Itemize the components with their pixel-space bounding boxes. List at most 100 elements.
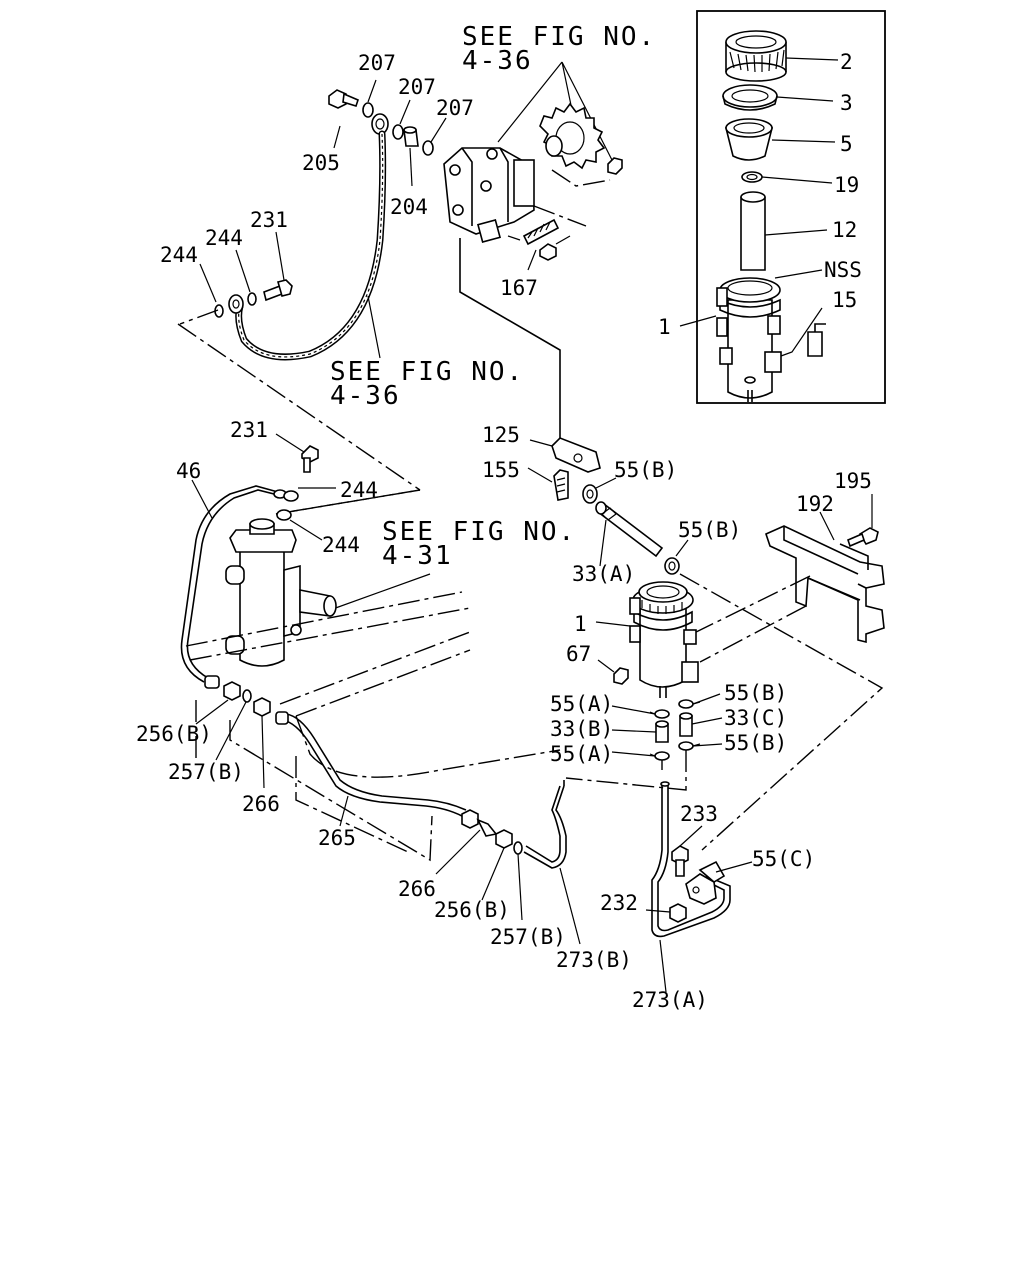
pressure-hose-top	[228, 130, 387, 361]
callout-256b-1: 256(B)	[136, 722, 212, 746]
bracket-125-part	[551, 437, 601, 473]
gear-nut-part	[607, 157, 623, 175]
nut-232-part	[669, 903, 687, 923]
callout-33c: 33(C)	[724, 706, 787, 730]
steering-gear-box-part	[225, 518, 337, 667]
pump-bolt-167-part	[507, 218, 571, 261]
callout-12: 12	[832, 218, 857, 242]
see-fig-ref-3-line1: SEE FIG NO.	[382, 517, 576, 547]
bolt-231b-part	[301, 445, 319, 473]
callout-256b-2: 256(B)	[434, 898, 510, 922]
pipe-273b	[523, 780, 567, 869]
callout-257b-1: 257(B)	[168, 760, 244, 784]
callout-265: 265	[318, 826, 356, 850]
nut-67-part	[613, 667, 629, 685]
bolt-195-part	[847, 527, 879, 548]
callout-244-b: 244	[205, 226, 243, 250]
callout-195: 195	[834, 469, 872, 493]
washer-244b	[247, 292, 257, 306]
hose-33b-part	[655, 720, 669, 743]
union-266-a	[253, 697, 271, 717]
hose-33a-part	[595, 501, 664, 558]
callout-207-c: 207	[436, 96, 474, 120]
callout-257b-2: 257(B)	[490, 925, 566, 949]
callout-273b: 273(B)	[556, 948, 632, 972]
drive-gear-part	[539, 102, 606, 170]
union-266-b	[461, 809, 498, 837]
clip-15-part	[807, 323, 826, 357]
washer-244d	[276, 509, 292, 521]
see-fig-ref-1-line1: SEE FIG NO.	[462, 22, 656, 52]
callout-244-c: 244	[340, 478, 378, 502]
frame-outline	[185, 591, 561, 862]
nut-256b-b	[495, 829, 513, 849]
reservoir-ring-part	[722, 84, 778, 111]
reservoir-body-part	[716, 277, 782, 402]
callout-46: 46	[176, 459, 201, 483]
see-fig-ref-3-line2: 4-31	[382, 541, 453, 571]
union-204-part	[403, 126, 419, 147]
callout-33b: 33(B)	[550, 717, 613, 741]
see-fig-ref-2-line2: 4-36	[330, 381, 401, 411]
callout-5: 5	[840, 132, 853, 156]
pipe-273a	[651, 781, 731, 938]
callout-55b-2: 55(B)	[678, 518, 741, 542]
washer-257b-b	[513, 841, 523, 855]
see-fig-ref-2-line1: SEE FIG NO.	[330, 357, 524, 387]
washer-207c	[422, 140, 434, 156]
callout-55b-1: 55(B)	[614, 458, 677, 482]
nut-256b-a	[223, 681, 241, 701]
callout-167: 167	[500, 276, 538, 300]
reservoir-cap-part	[725, 30, 787, 82]
bolt-233-part	[671, 845, 689, 877]
callout-231-a: 231	[250, 208, 288, 232]
callout-231-b: 231	[230, 418, 268, 442]
see-fig-ref-1-line2: 4-36	[462, 46, 533, 76]
washer-207a	[362, 102, 374, 118]
callout-273a: 273(A)	[632, 988, 708, 1012]
callout-1-main: 1	[574, 612, 587, 636]
reservoir-body-main	[629, 581, 699, 698]
washer-207b	[392, 124, 404, 140]
hose-end-fitting	[371, 113, 389, 135]
hose-33c-part	[679, 712, 693, 737]
callout-266-a: 266	[242, 792, 280, 816]
callout-2: 2	[840, 50, 853, 74]
callout-266-b: 266	[398, 877, 436, 901]
callout-55b-3: 55(B)	[724, 681, 787, 705]
callout-55a-2: 55(A)	[550, 742, 613, 766]
clamp-55c-part	[685, 860, 726, 905]
callout-207-b: 207	[398, 75, 436, 99]
strainer-part	[724, 118, 774, 161]
callout-205: 205	[302, 151, 340, 175]
callout-33a: 33(A)	[572, 562, 635, 586]
callout-232: 232	[600, 891, 638, 915]
washer-257b-a	[242, 689, 252, 703]
clamp-55b-a-part	[582, 484, 598, 504]
power-steering-pump-part	[443, 147, 535, 244]
callout-125: 125	[482, 423, 520, 447]
callout-244-d: 244	[322, 533, 360, 557]
return-hose-46	[180, 485, 287, 689]
callout-207-a: 207	[358, 51, 396, 75]
callout-155: 155	[482, 458, 520, 482]
pipe-265	[275, 711, 467, 817]
tube-12-part	[740, 191, 766, 271]
reservoir-bracket-192-part	[765, 525, 885, 644]
washer-19-part	[741, 171, 763, 183]
bolt-155-part	[553, 469, 569, 501]
callout-55a-1: 55(A)	[550, 692, 613, 716]
callout-55b-4: 55(B)	[724, 731, 787, 755]
callout-1-inset: 1	[658, 315, 671, 339]
callout-204: 204	[390, 195, 428, 219]
callout-67: 67	[566, 642, 591, 666]
callout-244-a: 244	[160, 243, 198, 267]
banjo-bolt-205-part	[328, 89, 359, 109]
washer-244c	[283, 490, 299, 502]
callout-15: 15	[832, 288, 857, 312]
clamp-55b-c	[678, 699, 701, 709]
bolt-231a-part	[263, 279, 293, 302]
clamp-55b-b-part	[664, 557, 680, 575]
callout-3: 3	[840, 91, 853, 115]
